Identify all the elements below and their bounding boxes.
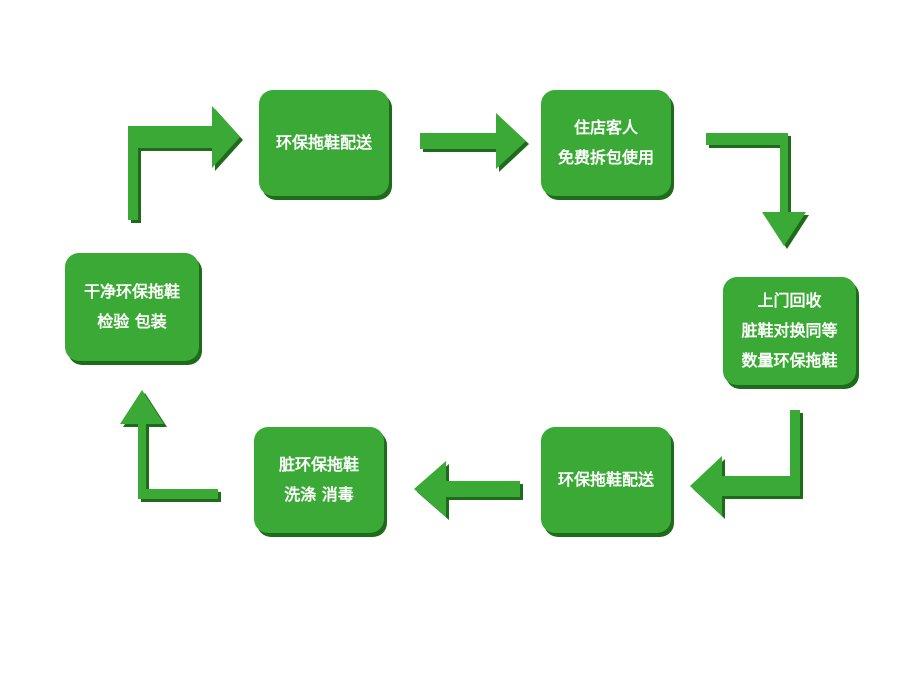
- box-inspect-line-2: 检验 包装: [97, 312, 167, 331]
- box-deliver-bottom: 环保拖鞋配送: [541, 427, 671, 533]
- box-collect: 上门回收 脏鞋对换同等 数量环保拖鞋: [723, 277, 856, 385]
- arrow-to-inspect: [120, 390, 221, 502]
- arrow-to-deliver-top: [128, 106, 243, 223]
- box-collect-line-2: 脏鞋对换同等: [741, 321, 838, 340]
- box-collect-line-1: 上门回收: [757, 291, 822, 310]
- box-guest-line-2: 免费拆包使用: [557, 148, 654, 167]
- arrow-to-guest: [420, 113, 529, 172]
- box-inspect-line-1: 干净环保拖鞋: [83, 282, 180, 301]
- box-deliver-top: 环保拖鞋配送: [259, 90, 389, 196]
- box-collect-line-3: 数量环保拖鞋: [741, 351, 838, 370]
- arrow-to-deliver-bottom: [690, 410, 803, 519]
- box-deliver-bottom-line-1: 环保拖鞋配送: [557, 470, 654, 489]
- arrow-to-wash: [414, 461, 523, 520]
- box-wash-line-1: 脏环保拖鞋: [278, 455, 359, 474]
- box-deliver-top-line-1: 环保拖鞋配送: [275, 133, 372, 152]
- box-guest: 住店客人 免费拆包使用: [541, 90, 671, 196]
- box-inspect: 干净环保拖鞋 检验 包装: [65, 253, 199, 361]
- box-wash-line-2: 洗涤 消毒: [284, 485, 354, 504]
- box-guest-line-1: 住店客人: [573, 118, 638, 137]
- box-wash: 脏环保拖鞋 洗涤 消毒: [254, 427, 384, 533]
- arrow-to-collect: [706, 133, 809, 249]
